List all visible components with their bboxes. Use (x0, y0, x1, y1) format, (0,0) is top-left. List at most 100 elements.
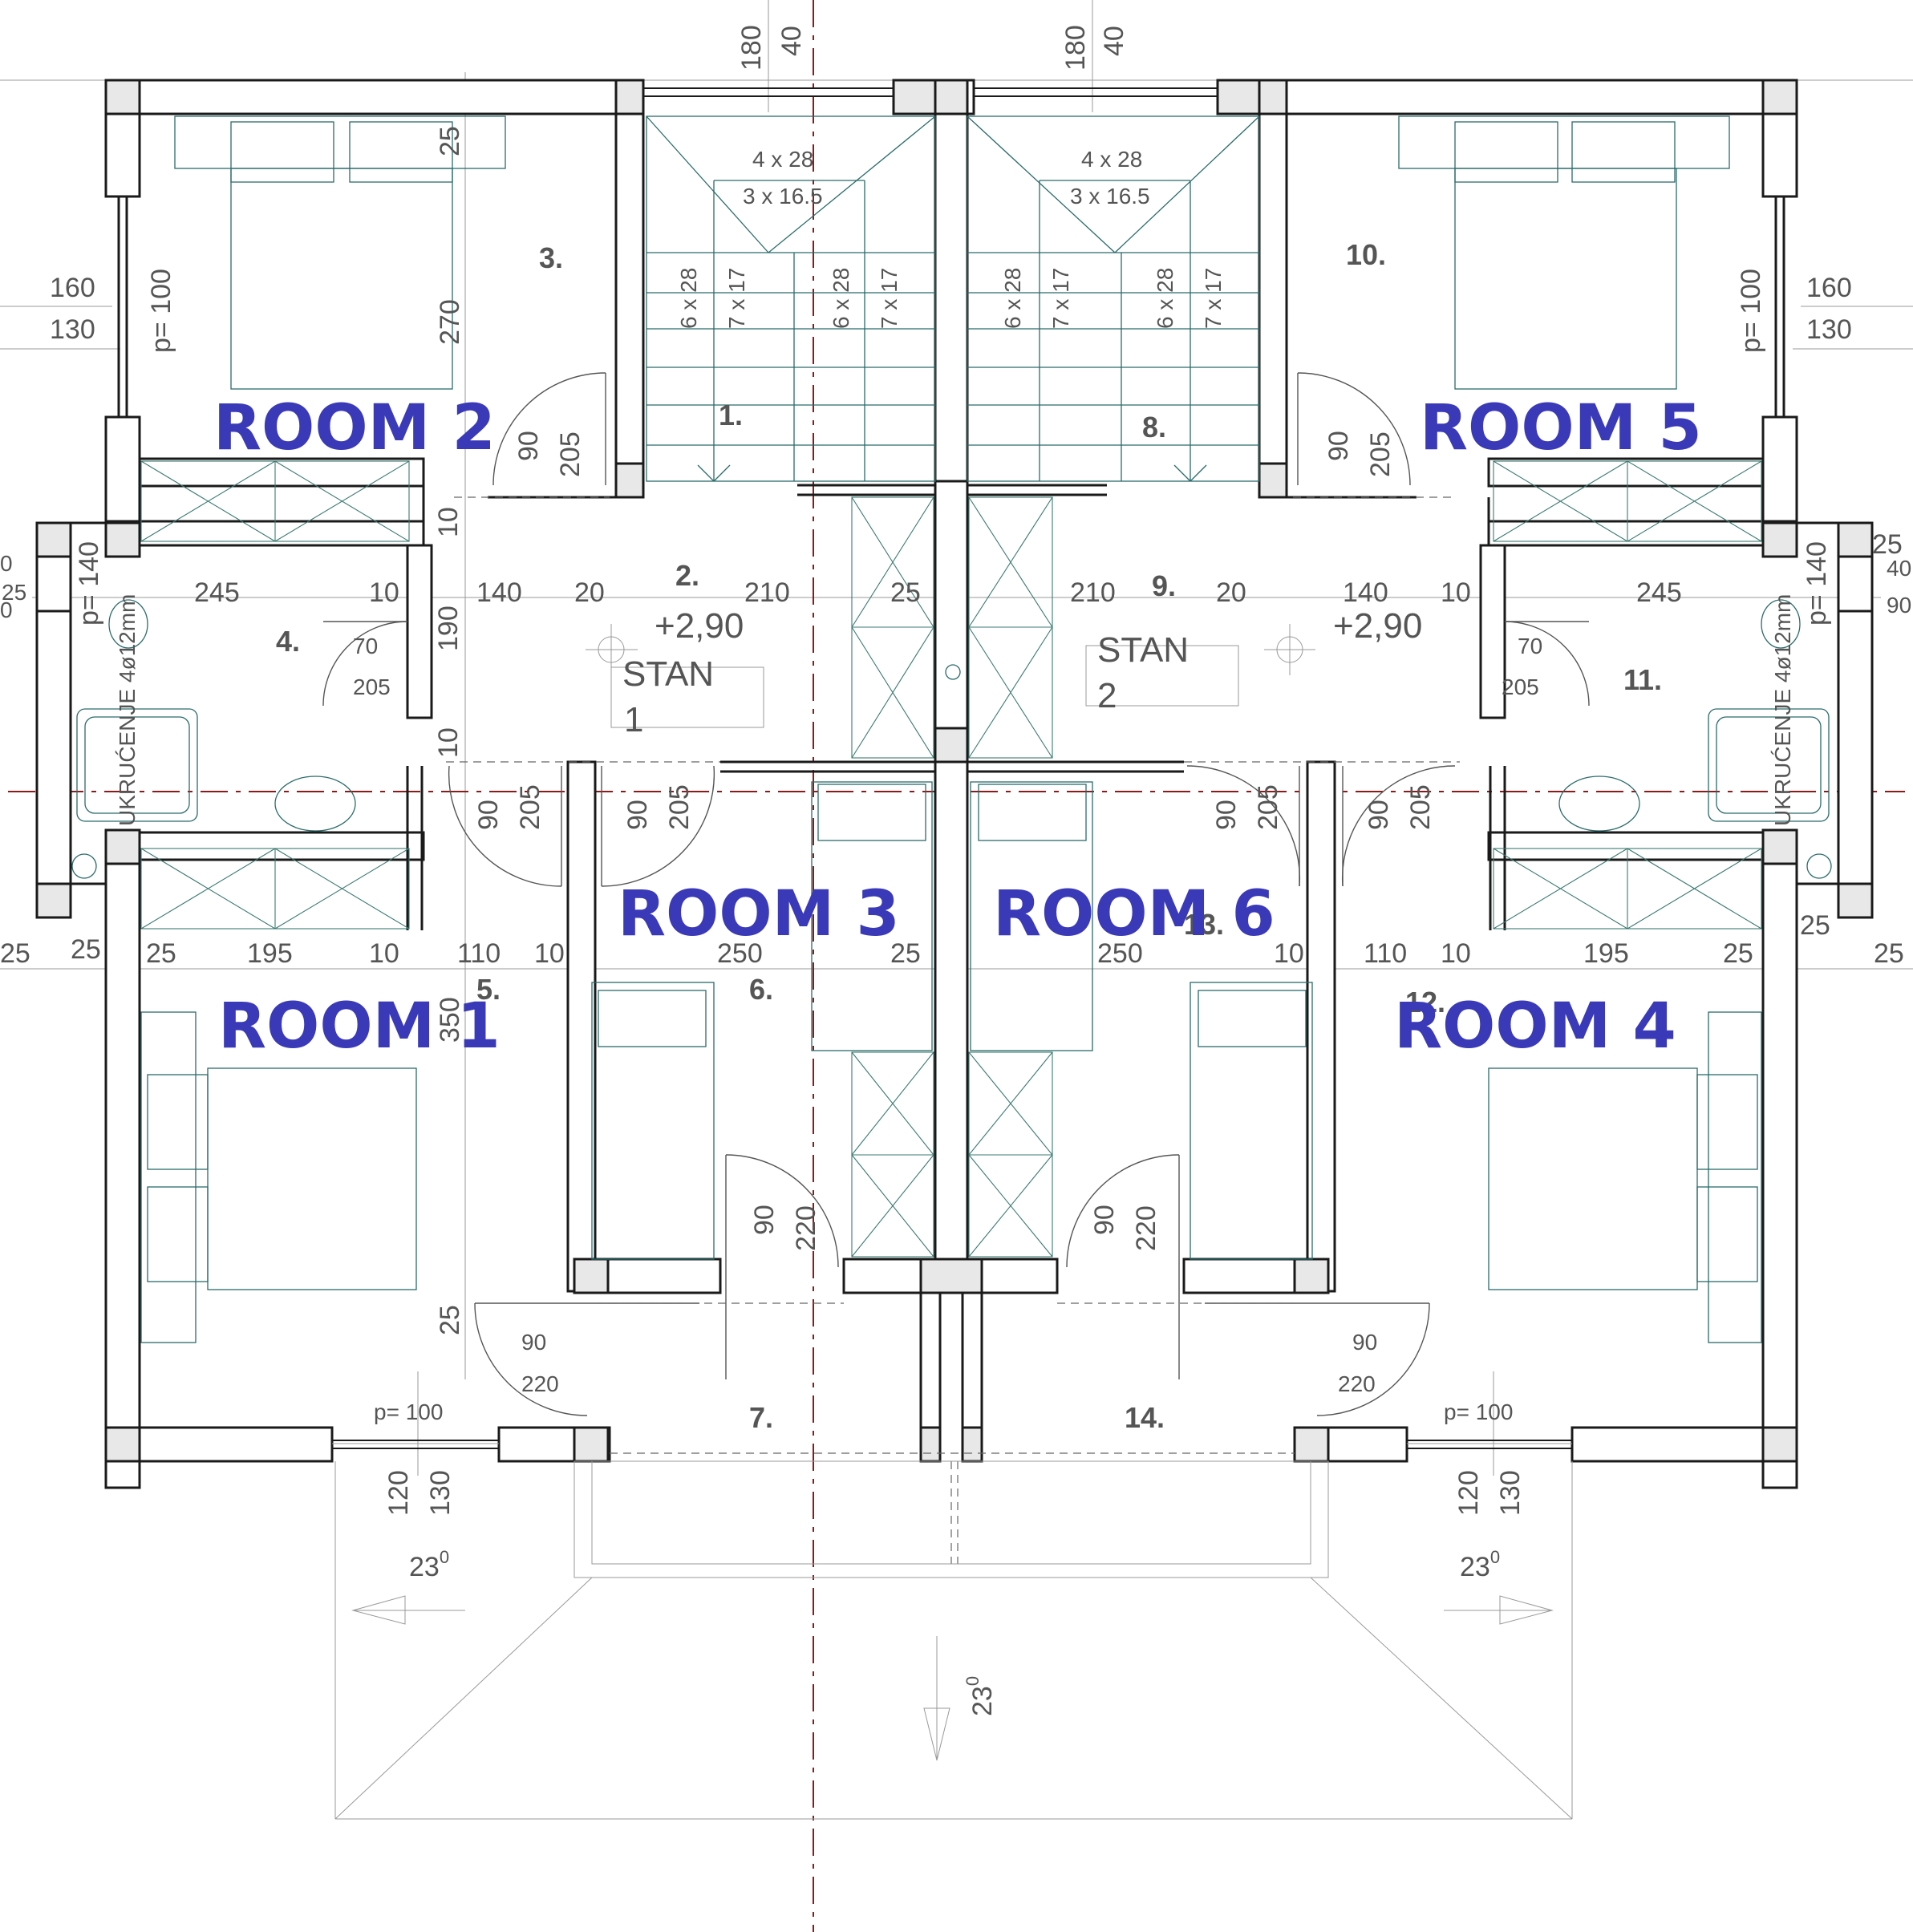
apartment-number-left: 1 (624, 700, 643, 739)
room-label-3: ROOM 3 (618, 878, 900, 950)
svg-text:120: 120 (1453, 1470, 1484, 1516)
stair-riser-top-left: 3 x 16.5 (743, 184, 823, 209)
svg-text:110: 110 (457, 938, 501, 969)
stair-tread-4: 6 x 28 (1153, 268, 1177, 329)
svg-text:90: 90 (1364, 800, 1394, 830)
roof-angle-right: 230 (1460, 1547, 1500, 1582)
space-number-4: 4. (276, 625, 300, 658)
stair-tread-2: 6 x 28 (829, 268, 853, 329)
svg-text:25: 25 (0, 938, 30, 969)
stair-tread-top-left: 4 x 28 (752, 147, 813, 172)
svg-text:10: 10 (433, 727, 464, 758)
room-label-6: ROOM 6 (993, 878, 1275, 950)
stair-riser-3: 7 x 17 (1048, 268, 1073, 329)
svg-text:70: 70 (353, 634, 378, 658)
apartment-number-right: 2 (1097, 676, 1117, 715)
svg-text:130: 130 (1806, 314, 1852, 345)
svg-text:10: 10 (433, 507, 464, 537)
svg-text:25: 25 (1800, 910, 1830, 941)
svg-text:220: 220 (1338, 1371, 1376, 1396)
svg-text:10: 10 (534, 938, 565, 969)
svg-text:190: 190 (433, 606, 464, 651)
svg-text:130: 130 (425, 1470, 456, 1516)
svg-text:UKRUĆENJE 4ø12mm: UKRUĆENJE 4ø12mm (115, 594, 140, 826)
svg-text:p= 100: p= 100 (146, 269, 176, 353)
stair-tread-3: 6 x 28 (1000, 268, 1025, 329)
space-number-6: 6. (749, 973, 773, 1006)
svg-text:205: 205 (1253, 784, 1283, 830)
svg-text:90: 90 (622, 800, 653, 830)
stair-riser-1: 7 x 17 (724, 268, 749, 329)
room-label-1: ROOM 1 (218, 990, 501, 1063)
space-number-11: 11. (1623, 663, 1662, 696)
svg-text:90: 90 (521, 1330, 546, 1355)
svg-text:270: 270 (435, 299, 465, 345)
svg-text:p= 140: p= 140 (74, 541, 104, 626)
svg-text:90: 90 (1211, 800, 1242, 830)
space-number-9: 9. (1152, 569, 1176, 602)
space-number-2: 2. (675, 559, 699, 592)
svg-text:205: 205 (353, 674, 391, 699)
svg-text:25: 25 (435, 1305, 465, 1335)
room-label-4: ROOM 4 (1394, 990, 1676, 1063)
staircase-right (967, 115, 1260, 482)
svg-text:UKRUĆENJE 4ø12mm: UKRUĆENJE 4ø12mm (1770, 594, 1795, 826)
svg-text:25: 25 (435, 126, 465, 156)
svg-text:160: 160 (50, 273, 95, 303)
svg-text:40: 40 (776, 26, 807, 56)
svg-text:180: 180 (736, 25, 767, 71)
svg-text:205: 205 (1405, 784, 1436, 830)
space-number-13: 13. (1184, 908, 1224, 941)
space-number-7: 7. (749, 1401, 773, 1434)
svg-text:120: 120 (383, 1470, 414, 1516)
svg-text:195: 195 (1583, 938, 1629, 969)
roof-angle-left: 230 (409, 1547, 449, 1582)
svg-text:20: 20 (574, 577, 605, 608)
svg-text:195: 195 (247, 938, 293, 969)
svg-text:p= 100: p= 100 (1444, 1399, 1513, 1424)
svg-text:250: 250 (1097, 938, 1143, 969)
svg-text:210: 210 (1070, 577, 1116, 608)
svg-text:250: 250 (717, 938, 763, 969)
bathroom-fixtures (71, 599, 1832, 879)
svg-text:205: 205 (1365, 431, 1396, 477)
svg-text:160: 160 (1806, 273, 1852, 303)
svg-text:245: 245 (1636, 577, 1682, 608)
space-number-10: 10. (1346, 238, 1386, 271)
staircase-left (646, 115, 936, 482)
svg-text:p= 100: p= 100 (374, 1399, 443, 1424)
svg-text:25: 25 (71, 934, 101, 965)
svg-text:20: 20 (1216, 577, 1246, 608)
svg-text:10: 10 (1441, 577, 1471, 608)
stair-riser-4: 7 x 17 (1201, 268, 1226, 329)
svg-text:90: 90 (473, 800, 504, 830)
apartment-label-left: STAN (622, 654, 714, 694)
svg-text:90: 90 (749, 1205, 780, 1235)
space-number-12: 12. (1405, 986, 1445, 1019)
svg-text:140: 140 (1343, 577, 1388, 608)
space-number-14: 14. (1125, 1401, 1165, 1434)
level-mark-right: +2,90 (1333, 606, 1422, 646)
svg-text:130: 130 (1495, 1470, 1526, 1516)
svg-text:p= 100: p= 100 (1736, 269, 1766, 353)
roof-angles: 230 230 230 (409, 1547, 1500, 1716)
space-number-1: 1. (719, 399, 743, 431)
svg-text:140: 140 (476, 577, 522, 608)
svg-text:25: 25 (146, 938, 176, 969)
beds (140, 115, 1762, 1343)
svg-text:90: 90 (1352, 1330, 1377, 1355)
interior-walls (35, 79, 1874, 1463)
svg-text:40: 40 (1887, 556, 1911, 581)
svg-text:205: 205 (555, 431, 586, 477)
dimensions: 180 40 180 40 25 270 160 130 160 130 p= … (0, 25, 1911, 1516)
wardrobes (140, 460, 1762, 1258)
svg-text:40: 40 (1099, 26, 1129, 56)
svg-text:205: 205 (1502, 674, 1539, 699)
svg-text:220: 220 (791, 1205, 821, 1251)
svg-text:90: 90 (513, 431, 544, 461)
svg-text:10: 10 (1441, 938, 1471, 969)
roof-angle-center: 230 (963, 1676, 998, 1716)
svg-text:350: 350 (435, 997, 465, 1043)
stair-riser-top-right: 3 x 16.5 (1070, 184, 1150, 209)
svg-text:90: 90 (1887, 593, 1911, 618)
